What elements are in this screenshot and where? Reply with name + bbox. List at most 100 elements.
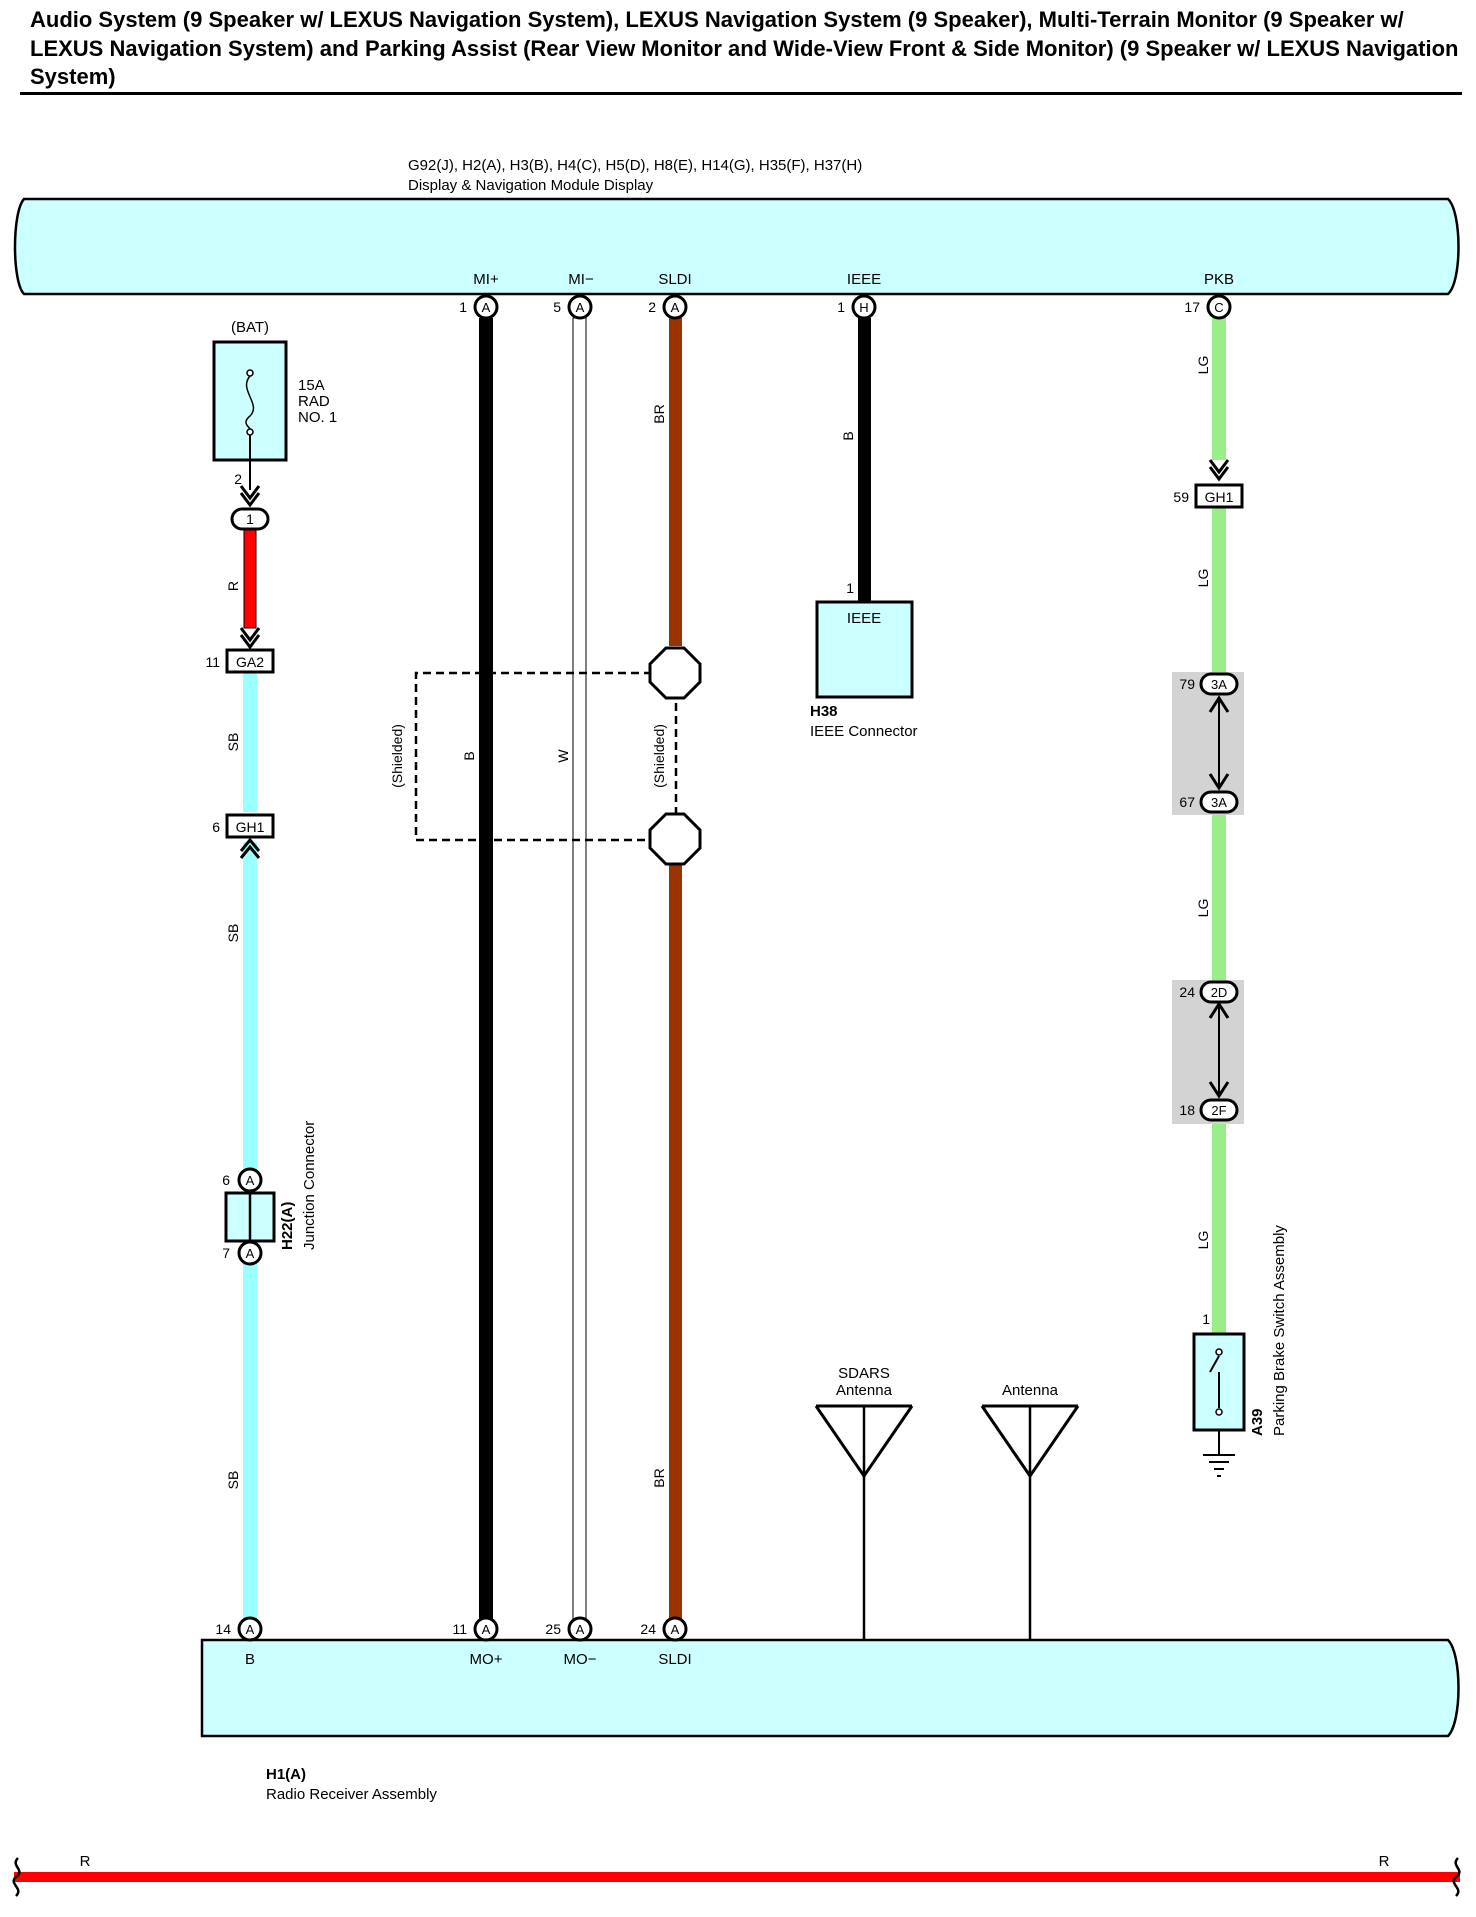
inline-pin-2d[interactable]: 2D <box>1199 980 1239 1004</box>
antenna-label: Antenna <box>1002 1382 1059 1399</box>
connector-gh1-right-label: GH1 <box>1205 489 1234 505</box>
wire-w-mi-minus[interactable] <box>572 317 587 1625</box>
pin-mo-minus[interactable]: A <box>567 1616 593 1642</box>
junction-pin-top[interactable]: A <box>237 1167 263 1193</box>
fuse-source: (BAT) <box>231 319 269 336</box>
wire-b-ieee[interactable] <box>858 318 871 602</box>
inline-pin-2f[interactable]: 2F <box>1199 1098 1239 1122</box>
chevron-down-icon <box>239 492 261 508</box>
pin-mo-plus[interactable]: A <box>473 1616 499 1642</box>
wire-label-r: R <box>225 581 241 591</box>
wire-lg-4[interactable] <box>1212 1122 1226 1334</box>
wire-br-top[interactable] <box>669 318 682 646</box>
pin-letter: A <box>482 1622 491 1637</box>
top-module-body[interactable] <box>13 197 1460 296</box>
pin-signal-sldi-top: SLDI <box>658 271 691 288</box>
connector-gh1-left-pin: 6 <box>212 819 220 835</box>
wire-label-br-top: BR <box>651 404 667 423</box>
pin-pkb[interactable]: C <box>1206 294 1232 320</box>
inline-pin-label: 3A <box>1211 795 1227 810</box>
pin-number-mo-minus: 25 <box>545 1621 561 1637</box>
bottom-module-body[interactable] <box>200 1638 1460 1738</box>
fuse-rad-no1[interactable] <box>212 340 288 490</box>
pin-letter: A <box>482 300 491 315</box>
pin-number-sldi-bottom: 24 <box>640 1621 656 1637</box>
title-divider <box>20 92 1462 95</box>
chevron-up-icon <box>239 837 261 852</box>
wire-br-bottom[interactable] <box>669 864 682 1624</box>
bottom-wire-label-right: R <box>1379 1853 1390 1870</box>
fuse-output-connector[interactable]: 1 <box>230 507 270 531</box>
wire-label-lg-1: LG <box>1195 356 1211 375</box>
fuse-amp: 15A <box>298 377 325 394</box>
ieee-connector-h38[interactable]: IEEE <box>815 600 914 699</box>
pin-signal-mi-plus: MI+ <box>473 271 499 288</box>
chevron-up-icon <box>239 844 261 859</box>
pin-ieee[interactable]: H <box>851 294 877 320</box>
wire-r-fuse[interactable] <box>243 527 257 629</box>
wire-label-sb-2: SB <box>225 924 241 943</box>
shield-ground-top[interactable] <box>648 646 702 700</box>
connector-gh1-left[interactable]: GH1 <box>225 813 275 839</box>
inline-pin-number: 67 <box>1179 794 1195 810</box>
connector-gh1-right[interactable]: GH1 <box>1194 483 1244 509</box>
connector-ga2[interactable]: GA2 <box>225 648 275 674</box>
wire-break-left <box>12 1857 21 1897</box>
pin-mi-plus[interactable]: A <box>473 294 499 320</box>
wire-lg-1[interactable] <box>1212 318 1226 460</box>
pin-letter: A <box>576 1622 585 1637</box>
parking-brake-switch[interactable] <box>1192 1332 1246 1432</box>
pin-number-mi-plus: 1 <box>459 299 467 315</box>
pin-sldi-top[interactable]: A <box>662 294 688 320</box>
sdars-antenna-label-1: SDARS <box>838 1365 890 1382</box>
pin-letter: A <box>246 1173 255 1188</box>
top-module-name: Display & Navigation Module Display <box>408 177 654 194</box>
inline-pin-3a-top[interactable]: 3A <box>1199 672 1239 696</box>
pin-signal-mo-plus: MO+ <box>470 1651 503 1668</box>
shield-ground-bottom[interactable] <box>648 812 702 866</box>
sdars-antenna-icon[interactable] <box>814 1404 914 1640</box>
connector-gh1-right-pin: 59 <box>1173 489 1189 505</box>
chevron-down-icon <box>239 634 261 650</box>
pin-signal-sldi-bottom: SLDI <box>658 1651 691 1668</box>
shielded-label-right: (Shielded) <box>651 724 667 788</box>
switch-name: Parking Brake Switch Assembly <box>1271 1225 1288 1436</box>
pin-b[interactable]: A <box>237 1616 263 1642</box>
wire-label-b: B <box>461 751 477 760</box>
pin-letter: H <box>859 300 868 315</box>
pin-letter: A <box>246 1246 255 1261</box>
pin-number-b: 14 <box>215 1621 231 1637</box>
wire-sb-1[interactable] <box>243 672 257 812</box>
junction-connector-h22[interactable] <box>224 1191 276 1243</box>
pin-sldi-bottom[interactable]: A <box>662 1616 688 1642</box>
ieee-pin-number: 1 <box>846 580 854 596</box>
ieee-connector-label: IEEE <box>847 610 881 627</box>
inline-pin-3a-bottom[interactable]: 3A <box>1199 790 1239 814</box>
bottom-wire-r[interactable] <box>14 1872 1460 1882</box>
wire-label-br-bottom: BR <box>651 1468 667 1487</box>
wire-b-mi-plus[interactable] <box>479 318 493 1624</box>
wire-sb-2[interactable] <box>243 842 257 1172</box>
wire-break-right <box>1452 1857 1461 1897</box>
pin-letter: A <box>246 1622 255 1637</box>
pin-letter: A <box>576 300 585 315</box>
wire-lg-2[interactable] <box>1212 508 1226 672</box>
wire-sb-3[interactable] <box>243 1262 257 1626</box>
ieee-connector-id: H38 <box>810 703 838 720</box>
wire-label-sb-3: SB <box>225 1471 241 1490</box>
connector-gh1-left-label: GH1 <box>236 819 265 835</box>
switch-pin-number: 1 <box>1202 1311 1210 1327</box>
junction-pin-bottom[interactable]: A <box>237 1240 263 1266</box>
pin-letter: A <box>671 1622 680 1637</box>
arrow-down-icon <box>1208 773 1230 791</box>
page-title: Audio System (9 Speaker w/ LEXUS Navigat… <box>30 7 1459 89</box>
wire-lg-3[interactable] <box>1212 814 1226 980</box>
pin-mi-minus[interactable]: A <box>567 294 593 320</box>
pin-number-mi-minus: 5 <box>553 299 561 315</box>
chevron-down-icon <box>1208 459 1230 475</box>
switch-id: A39 <box>1249 1408 1266 1436</box>
inline-pin-number: 18 <box>1179 1102 1195 1118</box>
antenna-icon[interactable] <box>980 1404 1080 1640</box>
bottom-module-id: H1(A) <box>266 1766 306 1783</box>
sdars-antenna-label-2: Antenna <box>836 1382 893 1399</box>
